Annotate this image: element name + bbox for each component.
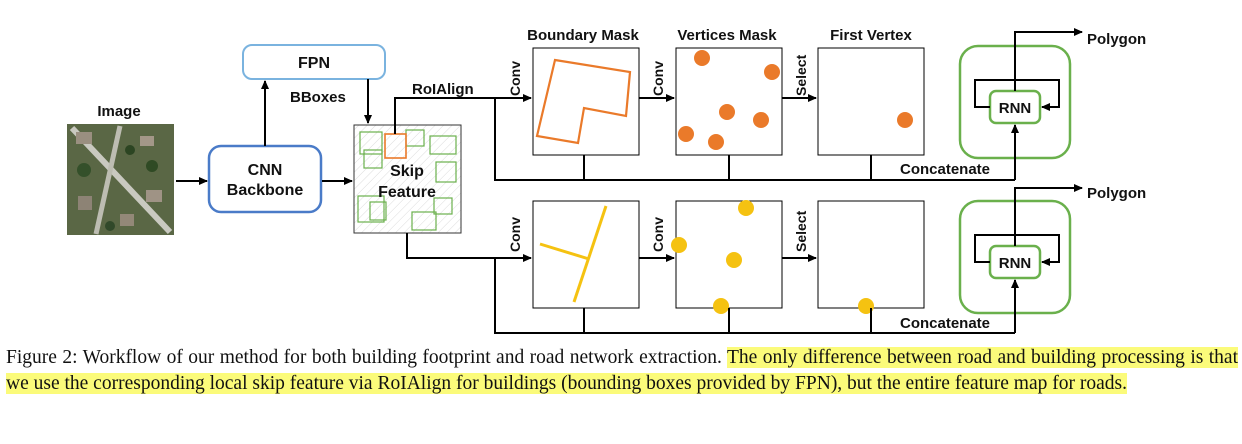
conv-label-building-1: Conv (507, 61, 523, 96)
conv-label-road-1: Conv (507, 217, 523, 252)
skip-label-line2: Feature (378, 184, 436, 201)
roialign-label: RoIAlign (412, 81, 474, 98)
rnn-block-building: RNN (958, 28, 1083, 180)
workflow-diagram: Image FPN BBoxes CNN Backbone (67, 27, 1146, 334)
road-centerlines (539, 205, 608, 303)
first-vertex-label: First Vertex (830, 27, 912, 44)
figure-caption: Figure 2: Workflow of our method for bot… (6, 345, 1238, 397)
bbox-proposals (357, 129, 457, 231)
conv-label-building-2: Conv (650, 61, 666, 96)
conv-label-road-2: Conv (650, 217, 666, 252)
road-first-vertex-panel (817, 200, 925, 314)
rnn-block-road: RNN (958, 184, 1083, 333)
building-boundary-shape (535, 58, 632, 145)
rnn-label-building: RNN (999, 100, 1032, 117)
cnn-label-line1: CNN (248, 162, 283, 179)
polygon-label-building: Polygon (1087, 31, 1146, 48)
bboxes-label: BBoxes (290, 89, 346, 106)
skip-label-line1: Skip (390, 163, 424, 180)
building-vertices-panel (675, 47, 783, 156)
boundary-mask-label: Boundary Mask (527, 27, 639, 44)
concatenate-label-building: Concatenate (900, 161, 990, 178)
building-boundary-panel (532, 47, 640, 156)
fpn-label: FPN (298, 55, 330, 72)
polygon-label-road: Polygon (1087, 185, 1146, 202)
connector-lines (176, 79, 1015, 334)
select-label-road: Select (793, 210, 809, 252)
building-first-vertex-point (897, 112, 913, 128)
road-boundary-panel (532, 200, 640, 309)
vertices-mask-label: Vertices Mask (677, 27, 777, 44)
road-vertices-panel (671, 200, 783, 314)
concatenate-label-road: Concatenate (900, 315, 990, 332)
skip-feature-map: Skip Feature (353, 124, 462, 234)
cnn-backbone-box: CNN Backbone (207, 144, 323, 214)
rnn-label-road: RNN (999, 255, 1032, 272)
select-label-building: Select (793, 54, 809, 96)
caption-plain: Figure 2: Workflow of our method for bot… (6, 347, 727, 368)
cnn-label-line2: Backbone (227, 182, 304, 199)
building-vertex-points (678, 50, 780, 150)
fpn-box: FPN (242, 44, 386, 80)
image-label: Image (97, 103, 140, 120)
panel-arrows (583, 94, 872, 333)
building-first-vertex-panel (817, 47, 925, 156)
aerial-image (67, 124, 174, 235)
road-vertex-points (671, 200, 754, 314)
